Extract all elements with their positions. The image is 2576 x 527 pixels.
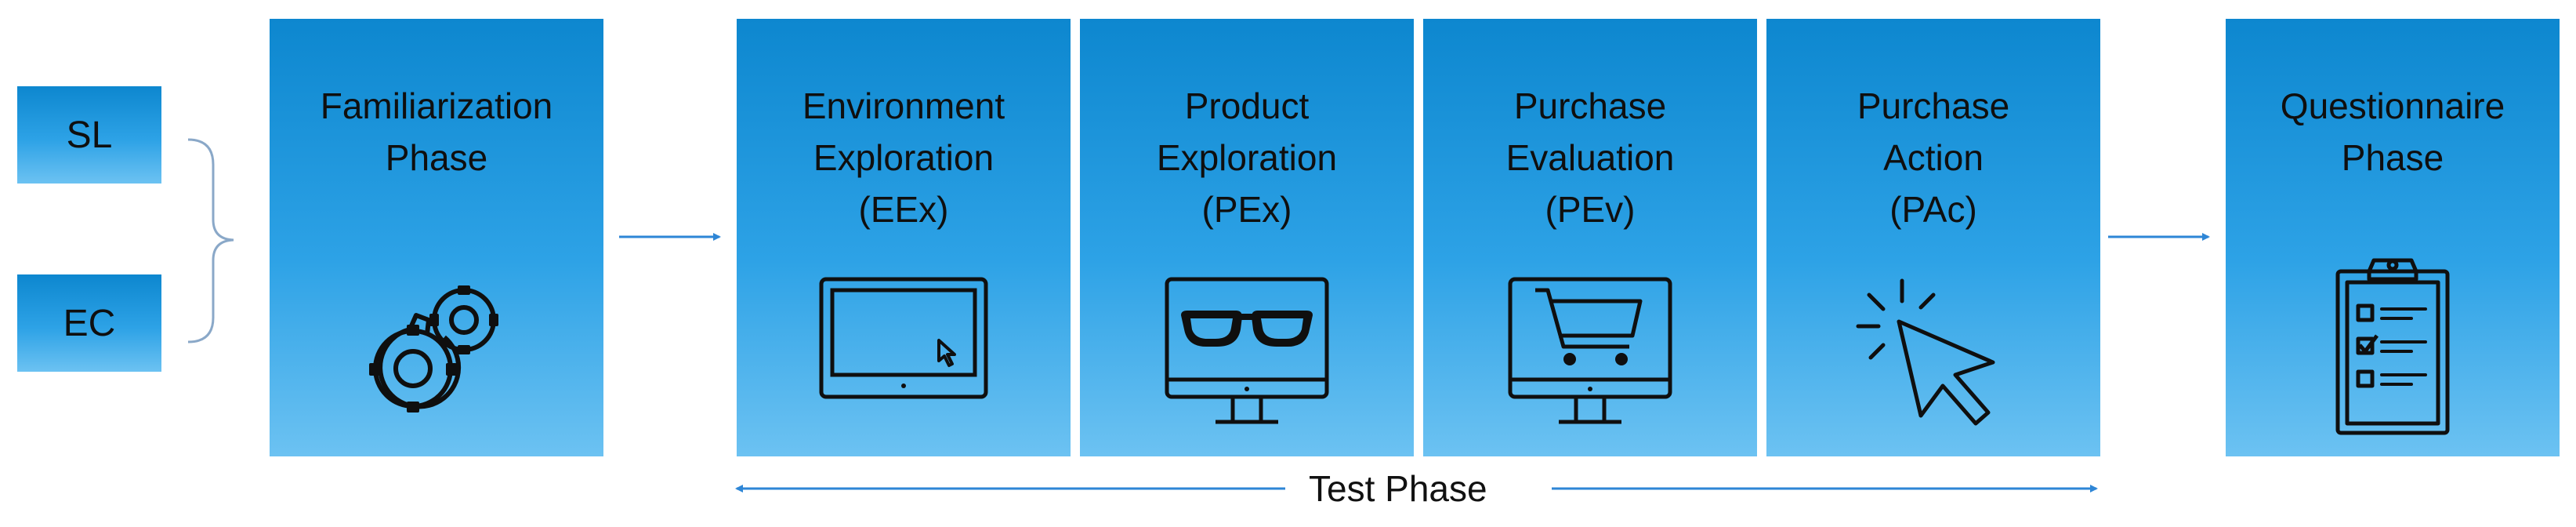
step-title: Product Exploration (PEx): [1156, 85, 1338, 230]
purchase-evaluation-box: Purchase Evaluation (PEv): [1423, 19, 1757, 456]
monitor-cart-icon: [1504, 274, 1676, 431]
questionnaire-phase-title: Questionnaire Phase: [2280, 85, 2505, 178]
sl-box: SL: [17, 86, 161, 184]
environment-exploration-box: Environment Exploration (EEx): [737, 19, 1071, 456]
ec-box: EC: [17, 274, 161, 372]
ec-label: EC: [63, 302, 116, 344]
clipboard-checklist-icon: [2330, 251, 2455, 439]
test-phase-label: Test Phase: [1309, 468, 1487, 509]
sl-label: SL: [66, 114, 113, 156]
click-cursor-icon: [1855, 274, 2012, 431]
gears-icon: [358, 268, 515, 425]
monitor-glasses-icon: [1161, 274, 1333, 431]
questionnaire-phase-box: Questionnaire Phase: [2226, 19, 2560, 456]
step-title: Environment Exploration (EEx): [802, 85, 1005, 230]
step-title: Purchase Evaluation (PEv): [1505, 85, 1675, 230]
familiarization-phase-title: Familiarization Phase: [320, 85, 553, 178]
curly-bracket: [187, 138, 234, 343]
product-exploration-box: Product Exploration (PEx): [1080, 19, 1414, 456]
familiarization-phase-box: Familiarization Phase: [270, 19, 603, 456]
monitor-cursor-icon: [813, 268, 994, 425]
step-title: Purchase Action (PAc): [1857, 85, 2010, 230]
purchase-action-box: Purchase Action (PAc): [1766, 19, 2100, 456]
